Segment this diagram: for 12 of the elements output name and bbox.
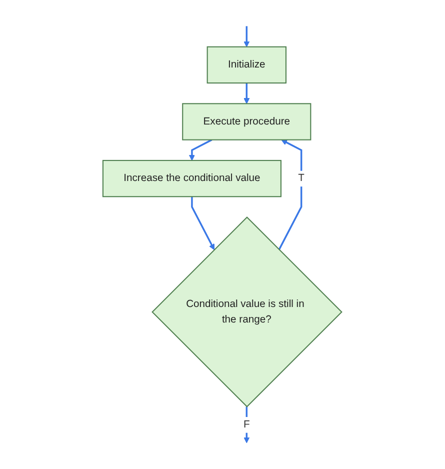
arrow — [244, 26, 250, 48]
arrow — [191, 196, 215, 250]
arrow — [189, 139, 212, 161]
edge-label: T — [298, 172, 305, 184]
node-diamond: Conditional value is still in the range? — [152, 216, 343, 408]
arrow — [244, 406, 250, 444]
node-box: Initialize — [206, 46, 287, 84]
arrow — [278, 140, 302, 250]
node-box: Execute procedure — [182, 103, 312, 140]
arrow — [244, 83, 250, 104]
node-box: Increase the conditional value — [102, 160, 282, 198]
edge-label: F — [244, 418, 250, 430]
